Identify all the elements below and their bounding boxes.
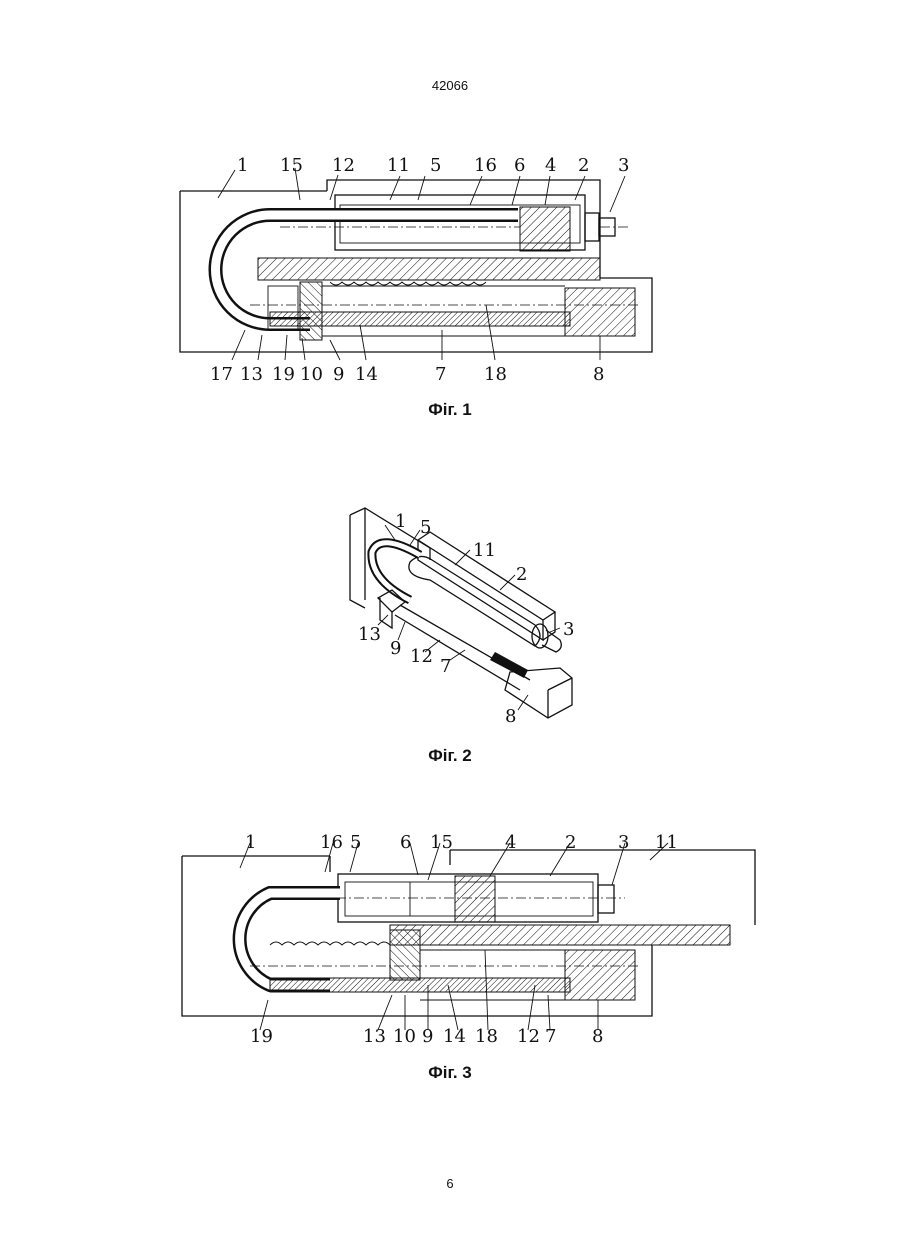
fig3-label: 8 (592, 1026, 603, 1047)
fig1-label: 15 (280, 155, 303, 176)
fig1-label: 4 (545, 155, 556, 176)
figure-1: 1 15 12 11 5 16 6 4 2 3 17 13 19 10 9 14… (180, 155, 652, 385)
figure-2-caption: Фіг. 2 (0, 746, 900, 766)
figure-2: 1 5 11 2 3 13 9 12 7 8 (350, 508, 574, 727)
fig1-label: 3 (618, 155, 629, 176)
page-number: 6 (0, 1176, 900, 1191)
fig3-label: 1 (245, 832, 256, 853)
fig1-label: 19 (272, 364, 295, 385)
fig1-label: 16 (474, 155, 497, 176)
fig1-label: 17 (210, 364, 233, 385)
fig1-label: 9 (333, 364, 344, 385)
fig1-label: 2 (578, 155, 589, 176)
fig3-label: 7 (545, 1026, 556, 1047)
fig3-label: 13 (363, 1026, 386, 1047)
fig3-label: 19 (250, 1026, 273, 1047)
fig3-label: 6 (400, 832, 411, 853)
figure-1-caption: Фіг. 1 (0, 400, 900, 420)
fig2-label: 12 (410, 646, 433, 667)
fig1-label: 7 (435, 364, 446, 385)
figure-3: 1 16 5 6 15 4 2 3 11 19 13 10 9 14 18 12… (182, 832, 755, 1047)
fig1-label: 13 (240, 364, 263, 385)
fig3-label: 16 (320, 832, 343, 853)
fig3-label: 14 (443, 1026, 466, 1047)
fig3-label: 2 (565, 832, 576, 853)
fig3-label: 10 (393, 1026, 416, 1047)
fig2-label: 7 (440, 656, 451, 677)
fig3-label: 12 (517, 1026, 540, 1047)
fig2-label: 2 (516, 564, 527, 585)
fig1-label: 14 (355, 364, 378, 385)
fig3-label: 3 (618, 832, 629, 853)
fig2-label: 1 (395, 511, 406, 532)
fig1-label: 1 (237, 155, 248, 176)
fig1-label: 8 (593, 364, 604, 385)
fig2-label: 5 (420, 517, 431, 538)
fig1-label: 10 (300, 364, 323, 385)
fig3-label: 15 (430, 832, 453, 853)
fig1-label: 6 (514, 155, 525, 176)
fig1-label: 12 (332, 155, 355, 176)
fig3-label: 9 (422, 1026, 433, 1047)
figure-3-caption: Фіг. 3 (0, 1063, 900, 1083)
fig3-label: 11 (655, 832, 678, 853)
fig3-label: 4 (505, 832, 516, 853)
fig3-label: 18 (475, 1026, 498, 1047)
fig2-label: 9 (390, 638, 401, 659)
fig2-label: 13 (358, 624, 381, 645)
fig1-label: 5 (430, 155, 441, 176)
fig2-label: 3 (563, 619, 574, 640)
fig2-label: 11 (473, 540, 496, 561)
fig1-label: 18 (484, 364, 507, 385)
fig2-label: 8 (505, 706, 516, 727)
fig1-label: 11 (387, 155, 410, 176)
fig3-label: 5 (350, 832, 361, 853)
